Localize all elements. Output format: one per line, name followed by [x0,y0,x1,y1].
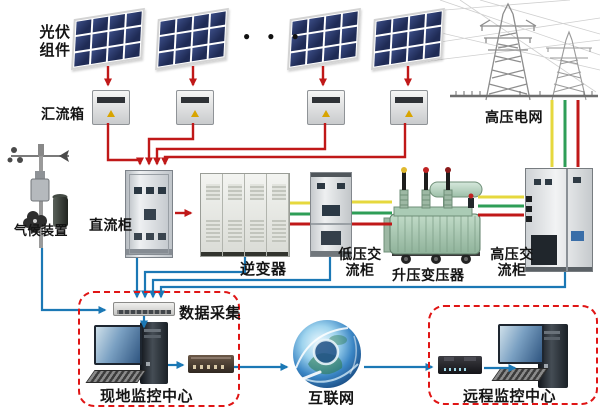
bushing-3 [443,167,453,209]
pc-monitor [94,325,142,365]
combiner-box-2 [176,90,214,125]
label-hv-ac-cabinet: 高压交流柜 [490,248,534,279]
tank [389,213,481,255]
combiner-box-4 [390,90,428,125]
wire-combiner1-dc [106,123,144,166]
combiner-box-3 [307,90,345,125]
pv-panel-1 [71,7,145,71]
dc-cabinet [125,170,173,258]
label-local-monitoring-center: 现地监控中心 [100,389,194,405]
background-power-lines [420,0,600,93]
label-inverter: 逆变器 [240,262,287,278]
network-switch [188,355,234,373]
mast [39,156,43,248]
label-lv-ac-cabinet: 低压交流柜 [338,248,382,279]
wind-vane [59,150,69,162]
bushing-1 [399,167,409,209]
inverter-cabinet [200,173,290,257]
remote-monitoring-pc [490,318,576,388]
weather-station-illustration [7,144,69,248]
hv-ac-cabinet [525,168,593,272]
wheels [401,254,471,264]
label-hv-grid: 高压电网 [485,111,543,126]
internet-globe [293,320,361,388]
fan-sensor [23,211,47,232]
bushing-2 [421,167,431,209]
label-remote-monitoring-center: 远程监控中心 [463,389,557,405]
remote-center-boundary [428,305,598,405]
recorder-cylinder [53,197,68,227]
pv-panel-2 [155,7,229,71]
label-internet: 互联网 [308,391,355,407]
label-pv-modules: 光伏组件 [39,25,71,59]
data-acquisition-device [113,302,175,316]
tower-left [479,2,537,101]
sensor-box [30,178,50,202]
tower-right [546,30,592,101]
wire-combiner2-dc [145,123,195,166]
substation-bus [450,91,598,98]
wire-combiner3-dc [153,123,327,166]
conservator [429,181,483,198]
pc-tower [140,322,168,384]
label-weather-device: 气候装置 [14,223,69,238]
lv-ac-cabinet [310,172,352,257]
wire-combiner4-dc [161,123,407,166]
label-dc-cabinet: 直流柜 [89,219,133,234]
label-step-up-transformer: 升压变压器 [392,269,465,284]
grid-towers-illustration [420,0,600,101]
ellipsis-dots: ● ● ● [243,29,306,43]
label-combiner-box: 汇流箱 [41,108,85,123]
pc-monitor [498,324,544,364]
local-monitoring-pc [85,318,170,388]
transformer-illustration [383,167,483,264]
label-data-acquisition: 数据采集 [179,306,242,322]
combiner-box-1 [92,90,130,125]
anemometer-cups [7,147,23,163]
remote-router [438,356,482,374]
